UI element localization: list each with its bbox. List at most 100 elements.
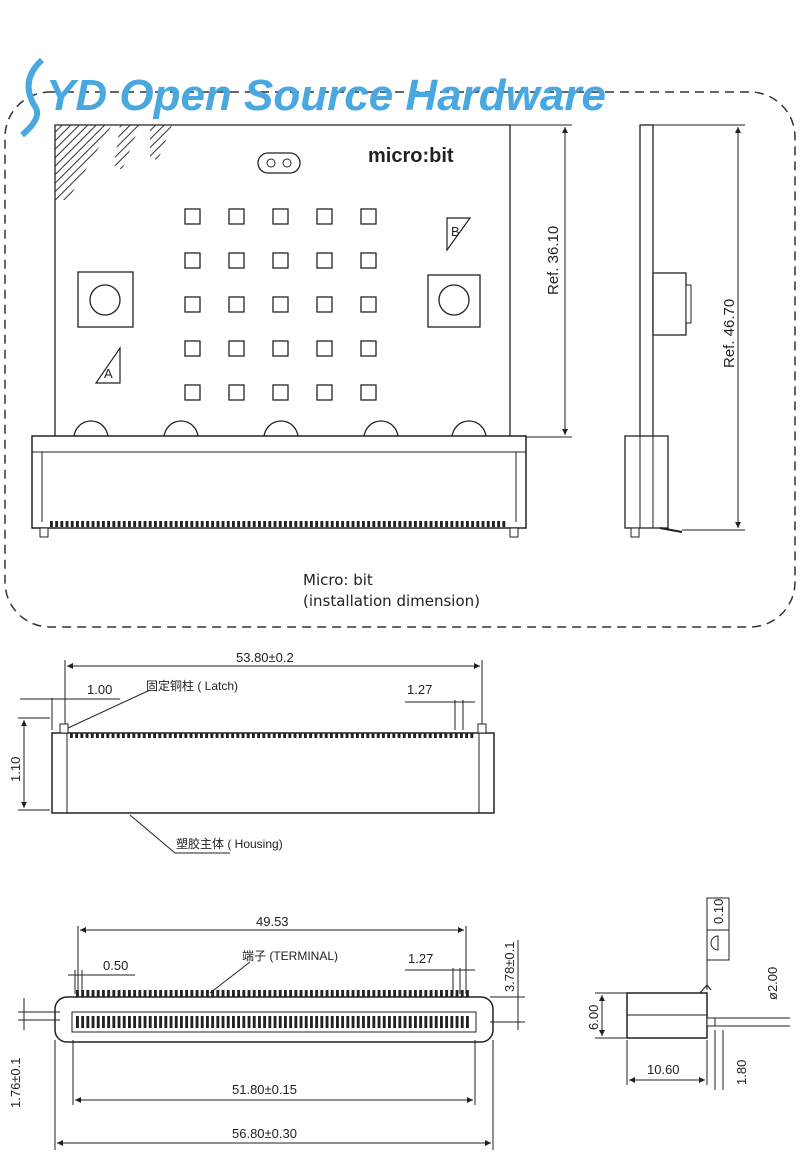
- pin: [273, 990, 277, 997]
- inner-width-dim: 51.80±0.15: [232, 1082, 297, 1097]
- pin: [366, 733, 370, 738]
- pin: [278, 990, 282, 997]
- pin: [174, 1016, 178, 1028]
- ref-height-label: Ref. 36.10: [545, 226, 562, 295]
- pin: [310, 990, 313, 997]
- pin: [107, 1016, 111, 1028]
- pin: [258, 990, 261, 997]
- pin: [299, 521, 303, 527]
- pin: [169, 521, 173, 527]
- pin: [414, 521, 417, 527]
- pin: [460, 521, 464, 527]
- pin: [319, 733, 323, 738]
- pin: [419, 990, 423, 997]
- pin: [278, 733, 281, 738]
- button-b: [438, 284, 470, 316]
- pin: [298, 733, 302, 738]
- pin: [242, 1016, 246, 1028]
- pin: [450, 1016, 454, 1028]
- pin: [107, 521, 111, 527]
- pin: [258, 521, 261, 527]
- pin: [169, 1016, 173, 1028]
- led: [184, 296, 201, 313]
- led: [316, 296, 333, 313]
- pin: [237, 521, 241, 527]
- pin: [211, 521, 215, 527]
- pin: [143, 1016, 147, 1028]
- front-pitch-dim: 1.27: [408, 951, 433, 966]
- pin: [289, 521, 293, 527]
- pin: [445, 521, 449, 527]
- pin: [237, 990, 241, 997]
- pin: [242, 521, 246, 527]
- pin: [91, 521, 95, 527]
- pin: [492, 521, 495, 527]
- pin: [122, 733, 125, 738]
- pin: [273, 1016, 277, 1028]
- pin: [324, 733, 328, 738]
- hatched-corner: [55, 125, 112, 200]
- pin: [216, 990, 220, 997]
- pin: [367, 1016, 371, 1028]
- pin: [377, 1016, 381, 1028]
- pin: [211, 1016, 215, 1028]
- pin: [414, 990, 417, 997]
- pin: [346, 1016, 350, 1028]
- pin: [96, 733, 99, 738]
- top-view: 53.80±0.2 1.00 固定铜柱 ( Latch) 1.27 1.10 塑…: [8, 650, 495, 854]
- pin: [450, 521, 454, 527]
- led: [228, 384, 245, 401]
- pin: [184, 733, 188, 738]
- pin: [133, 521, 137, 527]
- pin: [268, 990, 272, 997]
- pin: [102, 1016, 105, 1028]
- pin: [117, 521, 121, 527]
- edge-ring: [263, 420, 299, 439]
- button-b-label: B: [451, 224, 460, 239]
- pin: [138, 990, 142, 997]
- pin: [330, 521, 334, 527]
- pin: [403, 521, 407, 527]
- pin: [246, 733, 250, 738]
- pin: [398, 1016, 402, 1028]
- pin: [299, 990, 303, 997]
- pin: [325, 521, 329, 527]
- housing-leader: [129, 814, 230, 854]
- pin: [434, 521, 438, 527]
- pin: [278, 521, 282, 527]
- led: [272, 208, 289, 225]
- pin: [122, 521, 126, 527]
- pin: [476, 521, 480, 527]
- pin: [294, 521, 298, 527]
- pin: [200, 733, 203, 738]
- pin: [148, 733, 151, 738]
- pin: [159, 990, 163, 997]
- pin: [200, 1016, 204, 1028]
- pin: [226, 521, 230, 527]
- board-side-view: Ref. 46.70: [624, 124, 745, 538]
- led: [360, 340, 377, 357]
- pin: [159, 521, 163, 527]
- pin: [117, 1016, 121, 1028]
- pin: [96, 1016, 100, 1028]
- pin: [138, 521, 142, 527]
- pin: [310, 1016, 313, 1028]
- pin: [75, 733, 79, 738]
- pin: [247, 1016, 251, 1028]
- pin: [398, 990, 402, 997]
- pin: [190, 521, 194, 527]
- pin: [112, 990, 116, 997]
- pin: [388, 1016, 391, 1028]
- pin: [278, 1016, 282, 1028]
- pin: [185, 521, 189, 527]
- housing-body: [51, 732, 495, 814]
- pin: [330, 733, 333, 738]
- pin: [258, 1016, 261, 1028]
- pin: [137, 733, 141, 738]
- pin: [367, 521, 371, 527]
- pin: [284, 521, 287, 527]
- pin: [80, 733, 84, 738]
- pin: [50, 521, 53, 527]
- pin: [434, 733, 437, 738]
- pin: [440, 1016, 443, 1028]
